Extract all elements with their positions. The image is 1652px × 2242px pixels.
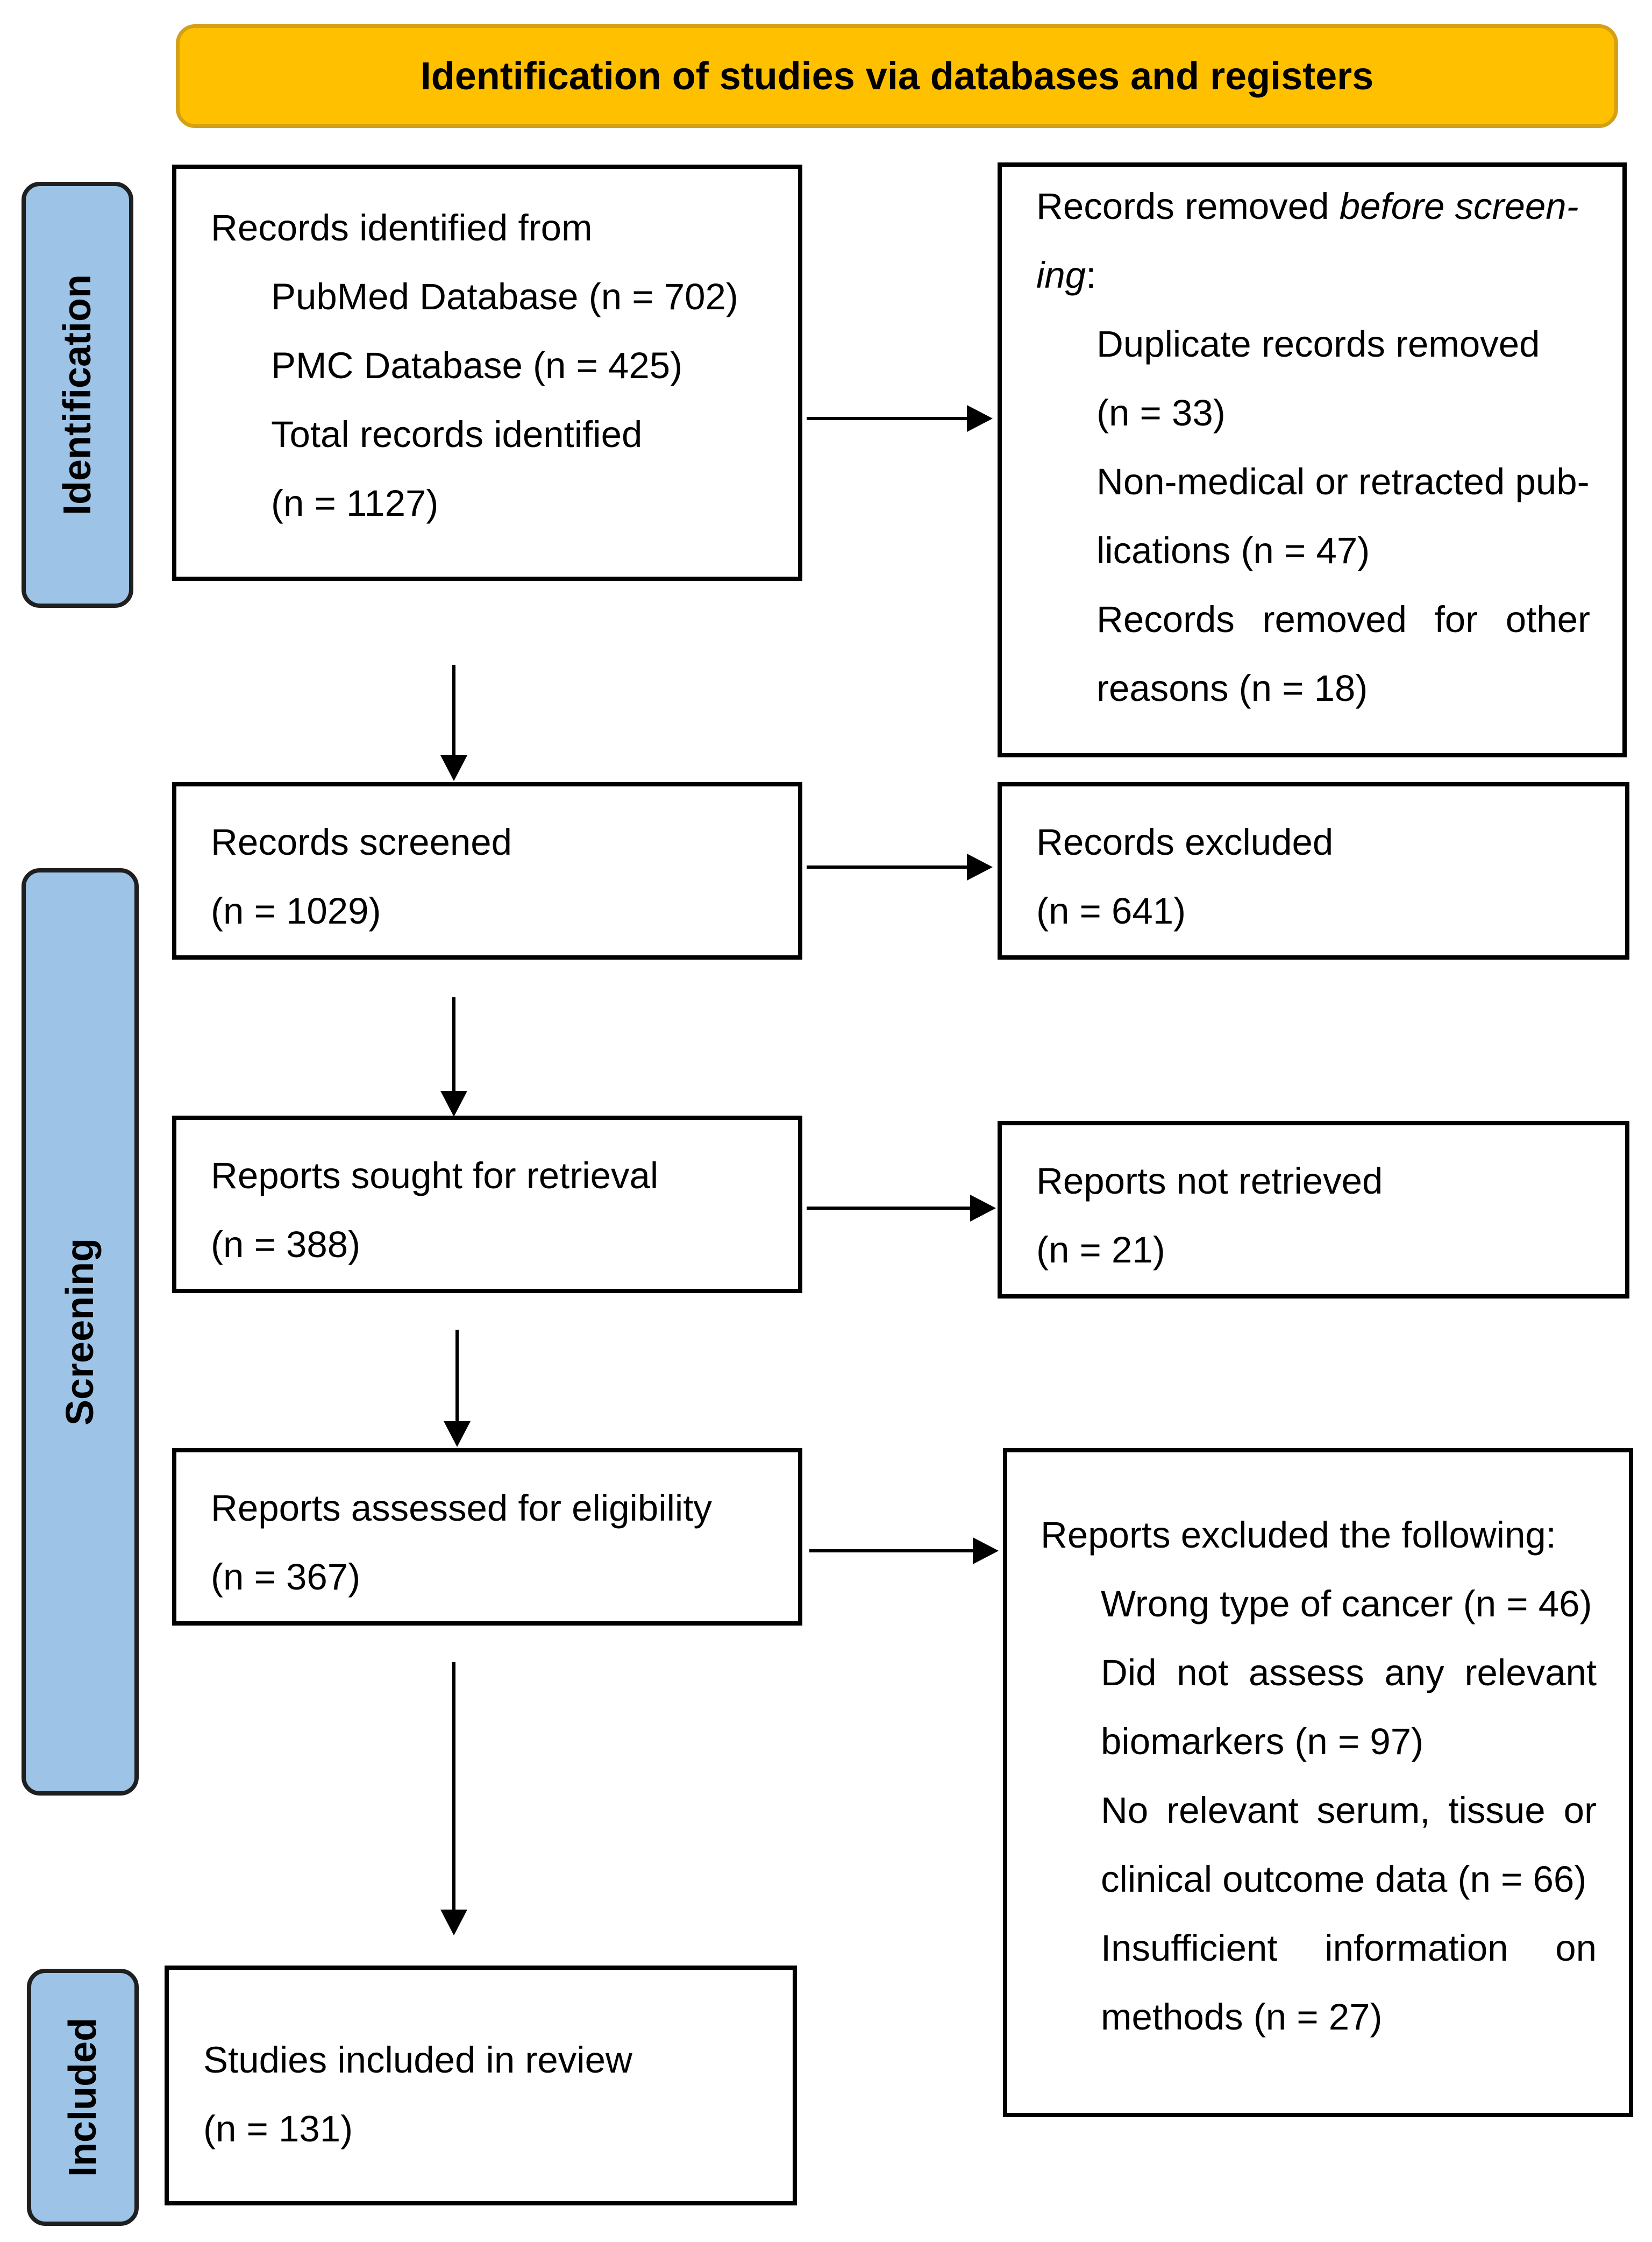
studies-included-label: Studies included in review bbox=[203, 2039, 632, 2081]
reports-not-retrieved-box: Reports not retrieved (n = 21) bbox=[998, 1121, 1629, 1299]
other-reasons-line-2: reasons (n = 18) bbox=[1096, 668, 1368, 709]
arrow-screened-to-sought-head bbox=[440, 1091, 467, 1117]
other-reasons-line-1: Records removed for other bbox=[1096, 599, 1590, 640]
arrow-screened-to-sought-line bbox=[452, 997, 455, 1092]
pubmed-count: PubMed Database (n = 702) bbox=[271, 276, 738, 317]
reports-assessed-label: Reports assessed for eligibility bbox=[211, 1487, 712, 1529]
wrong-cancer-type: Wrong type of cancer (n = 46) bbox=[1101, 1583, 1592, 1624]
arrow-sought-to-not-retrieved-line bbox=[807, 1207, 971, 1210]
studies-included-count: (n = 131) bbox=[203, 2108, 353, 2149]
arrow-assessed-to-included-head bbox=[440, 1910, 467, 1935]
records-excluded-label: Records excluded bbox=[1036, 821, 1334, 863]
total-records-label: Total records identified bbox=[271, 414, 643, 455]
records-screened-count: (n = 1029) bbox=[211, 890, 381, 932]
records-excluded-box: Records excluded (n = 641) bbox=[998, 782, 1629, 960]
reports-excluded-box: Reports excluded the following: Wrong ty… bbox=[1003, 1448, 1633, 2117]
arrow-screened-to-excluded-head bbox=[967, 854, 993, 881]
arrow-assessed-to-reports-excluded-line bbox=[809, 1549, 974, 1552]
insufficient-line-2: methods (n = 27) bbox=[1101, 1996, 1383, 2038]
stage-identification: Identification bbox=[22, 182, 133, 608]
stage-screening-label: Screening bbox=[59, 1238, 102, 1426]
no-biomarkers-line-2: biomarkers (n = 97) bbox=[1101, 1721, 1424, 1762]
arrow-assessed-to-included-line bbox=[452, 1662, 455, 1911]
duplicate-count: (n = 33) bbox=[1096, 392, 1226, 434]
records-identified-heading: Records identified from bbox=[211, 207, 593, 249]
reports-sought-label: Reports sought for retrieval bbox=[211, 1155, 659, 1196]
no-data-line-2: clinical outcome data (n = 66) bbox=[1101, 1858, 1587, 1900]
arrow-sought-to-assessed-line bbox=[455, 1330, 459, 1422]
records-screened-box: Records screened (n = 1029) bbox=[172, 782, 802, 960]
arrow-assessed-to-reports-excluded-head bbox=[973, 1537, 999, 1564]
records-removed-heading: Records removed before screen- bbox=[1036, 186, 1579, 227]
records-identified-box: Records identified from PubMed Database … bbox=[172, 165, 802, 581]
no-data-line-1: No relevant serum, tissue or bbox=[1101, 1790, 1597, 1831]
reports-assessed-count: (n = 367) bbox=[211, 1556, 361, 1598]
arrow-identified-to-screened-head bbox=[440, 755, 467, 781]
insufficient-line-1: Insufficient information on bbox=[1101, 1927, 1597, 1969]
nonmedical-line-1: Non-medical or retracted pub- bbox=[1096, 461, 1590, 502]
arrow-identified-to-removed-line bbox=[807, 417, 968, 420]
reports-sought-count: (n = 388) bbox=[211, 1224, 361, 1265]
reports-not-retrieved-label: Reports not retrieved bbox=[1036, 1160, 1383, 1202]
stage-included-label: Included bbox=[61, 2017, 105, 2177]
stage-screening: Screening bbox=[22, 868, 139, 1796]
phase-header-title: Identification of studies via databases … bbox=[420, 54, 1374, 98]
arrow-identified-to-screened-line bbox=[452, 665, 455, 756]
nonmedical-line-2: lications (n = 47) bbox=[1096, 530, 1370, 571]
records-excluded-count: (n = 641) bbox=[1036, 890, 1186, 932]
total-records-count: (n = 1127) bbox=[271, 483, 439, 524]
duplicate-label: Duplicate records removed bbox=[1096, 323, 1540, 365]
pmc-count: PMC Database (n = 425) bbox=[271, 345, 683, 386]
arrow-sought-to-not-retrieved-head bbox=[970, 1195, 996, 1222]
arrow-screened-to-excluded-line bbox=[807, 865, 968, 869]
records-removed-box: Records removed before screen- ing: Dupl… bbox=[998, 162, 1627, 757]
no-biomarkers-line-1: Did not assess any relevant bbox=[1101, 1652, 1597, 1693]
reports-sought-box: Reports sought for retrieval (n = 388) bbox=[172, 1116, 802, 1293]
arrow-sought-to-assessed-head bbox=[444, 1421, 471, 1447]
studies-included-box: Studies included in review (n = 131) bbox=[165, 1966, 797, 2205]
records-screened-label: Records screened bbox=[211, 821, 512, 863]
reports-not-retrieved-count: (n = 21) bbox=[1036, 1229, 1165, 1271]
phase-header: Identification of studies via databases … bbox=[176, 24, 1618, 128]
stage-identification-label: Identification bbox=[56, 274, 99, 515]
stage-included: Included bbox=[27, 1969, 139, 2226]
reports-excluded-heading: Reports excluded the following: bbox=[1041, 1514, 1556, 1556]
arrow-identified-to-removed-head bbox=[967, 405, 993, 432]
reports-assessed-box: Reports assessed for eligibility (n = 36… bbox=[172, 1448, 802, 1626]
